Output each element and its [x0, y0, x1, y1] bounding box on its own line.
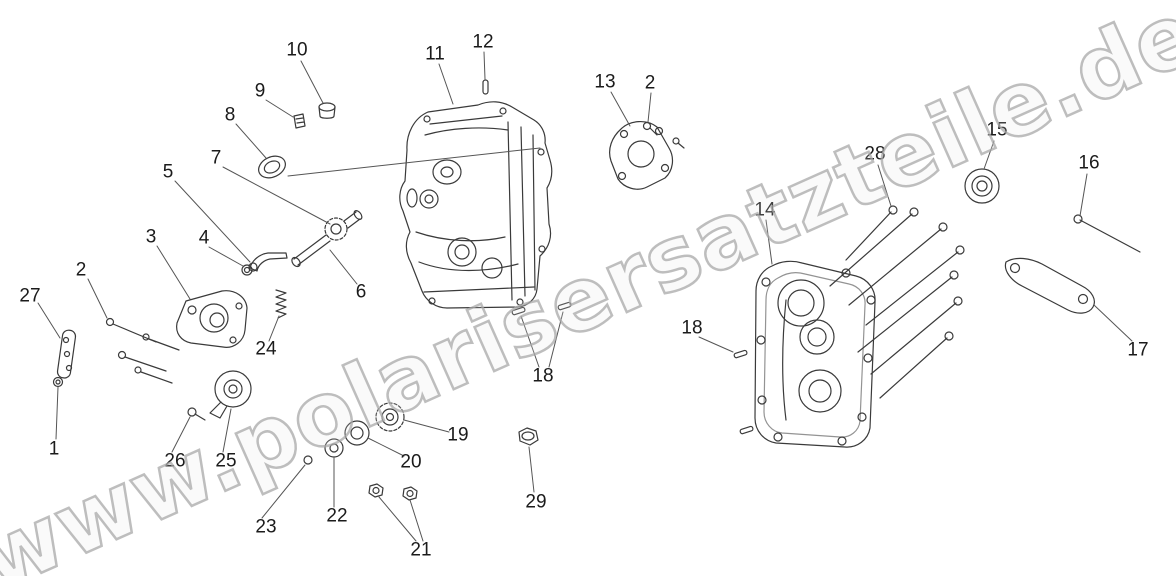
part-gear-19 [375, 402, 405, 432]
part-screw-26 [187, 407, 206, 421]
callout-19: 19 [447, 424, 469, 446]
callout-1: 1 [48, 438, 60, 460]
callout-13: 13 [594, 71, 616, 93]
callout-4: 4 [198, 227, 210, 249]
part-plate-27 [56, 329, 77, 379]
part-bearing-20 [344, 420, 370, 446]
part-nuts-21 [368, 483, 418, 501]
part-pins-18 [511, 301, 754, 435]
part-bolts-28 [829, 205, 965, 399]
callout-2: 2 [75, 259, 87, 281]
callout-29: 29 [525, 491, 547, 513]
part-spring-24 [275, 289, 287, 319]
part-washer-22 [324, 438, 344, 458]
part-lever-5 [248, 252, 288, 272]
part-shaft-and-gear [291, 210, 363, 268]
callout-27: 27 [19, 285, 41, 307]
part-clip [293, 113, 306, 129]
callout-20: 20 [400, 451, 422, 473]
callout-7: 7 [210, 147, 222, 169]
callout-3: 3 [145, 226, 157, 248]
callout-23: 23 [255, 516, 277, 538]
callout-18: 18 [532, 365, 554, 387]
callout-14: 14 [754, 199, 776, 221]
callout-25: 25 [215, 450, 237, 472]
part-cover-plate [754, 260, 876, 448]
part-ball-23 [303, 455, 313, 465]
part-plug-29 [518, 427, 539, 446]
callout-10: 10 [286, 39, 308, 61]
part-bearing-15 [964, 168, 1000, 204]
part-pin-12 [482, 79, 489, 95]
callout-24: 24 [255, 338, 277, 360]
callout-16: 16 [1078, 152, 1100, 174]
callout-26: 26 [164, 450, 186, 472]
callout-12: 12 [472, 31, 494, 53]
part-seal [258, 155, 286, 179]
part-washer-4 [241, 264, 253, 276]
callout-21: 21 [410, 539, 432, 561]
callout-2: 2 [644, 72, 656, 94]
part-screws-left [105, 317, 180, 384]
part-bolt-1 [52, 376, 64, 388]
callout-18: 18 [681, 317, 703, 339]
callout-6: 6 [355, 281, 367, 303]
callout-15: 15 [986, 119, 1008, 141]
callout-11: 11 [425, 43, 445, 65]
part-gasket-13 [609, 121, 674, 190]
part-cap [318, 102, 336, 119]
callout-28: 28 [864, 143, 886, 165]
part-bolt-16 [1073, 214, 1141, 253]
part-pump-cover [209, 370, 252, 419]
part-main-housing [399, 101, 553, 309]
callout-8: 8 [224, 104, 236, 126]
callout-5: 5 [162, 161, 174, 183]
callout-9: 9 [254, 80, 266, 102]
callout-17: 17 [1127, 339, 1149, 361]
part-oil-pump [176, 290, 248, 348]
callout-22: 22 [326, 505, 348, 527]
part-bracket-17 [1004, 257, 1095, 314]
leader-lines [37, 51, 1133, 542]
part-screws-right [642, 121, 685, 149]
